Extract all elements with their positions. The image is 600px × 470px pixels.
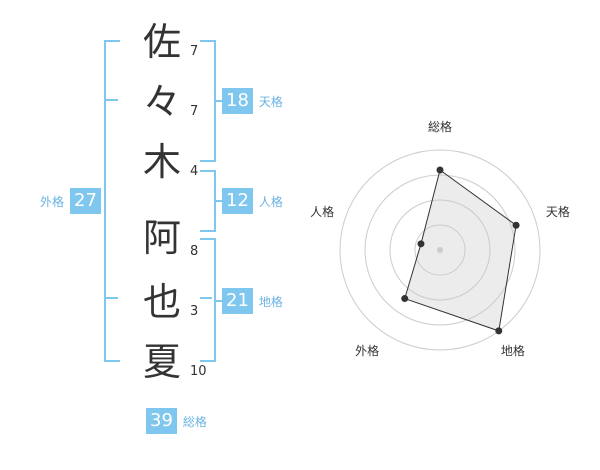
radar-point-3 — [401, 295, 409, 303]
name-char-4: 阿 — [142, 216, 181, 260]
jinkaku-connector — [216, 200, 222, 202]
tenkaku-bracket — [200, 40, 216, 162]
gaikaku-badge: 外格 27 — [40, 188, 101, 214]
gaikaku-label: 外格 — [40, 194, 65, 209]
radar-point-4 — [417, 240, 425, 248]
stroke-count-6: 10 — [190, 364, 207, 379]
tenkaku-badge: 18 天格 — [222, 88, 283, 114]
jinkaku-value: 12 — [222, 188, 253, 214]
radar-point-1 — [512, 221, 520, 229]
soukaku-value: 39 — [146, 408, 177, 434]
gaikaku-bracket — [104, 40, 120, 362]
stroke-count-4: 8 — [190, 244, 199, 259]
stroke-count-5: 3 — [190, 304, 199, 319]
chikaku-value: 21 — [222, 288, 253, 314]
radar-point-0 — [436, 166, 444, 174]
stroke-count-3: 4 — [190, 164, 199, 179]
name-char-1: 佐 — [142, 20, 181, 64]
stroke-count-1: 7 — [190, 44, 199, 59]
radar-axis-label-tenkaku: 天格 — [545, 205, 570, 220]
radar-chart — [339, 149, 541, 351]
name-char-3: 木 — [142, 140, 181, 184]
radar-series-polygon — [404, 169, 517, 332]
name-char-5: 也 — [142, 280, 181, 324]
radar-axis-label-chikaku: 地格 — [500, 343, 525, 358]
tenkaku-label: 天格 — [258, 94, 283, 109]
radar-grid-ring — [339, 149, 541, 351]
jinkaku-badge: 12 人格 — [222, 188, 283, 214]
gaikaku-value: 27 — [70, 188, 101, 214]
name-char-6: 夏 — [142, 340, 181, 384]
tenkaku-connector — [216, 100, 222, 102]
bracket-tick-left-1 — [106, 99, 118, 101]
jinkaku-bracket — [200, 170, 216, 232]
bracket-tick-left-2 — [106, 297, 118, 299]
tenkaku-value: 18 — [222, 88, 253, 114]
radar-axis-label-soukaku: 総格 — [428, 119, 453, 134]
radar-point-2 — [495, 327, 503, 335]
name-char-2: 々 — [142, 80, 181, 124]
chikaku-bracket — [200, 238, 216, 362]
jinkaku-label: 人格 — [258, 194, 283, 209]
radar-grid-ring — [389, 199, 491, 301]
radar-grid-ring — [364, 174, 516, 326]
chikaku-label: 地格 — [258, 294, 283, 309]
chikaku-badge: 21 地格 — [222, 288, 283, 314]
radar-center-dot — [437, 247, 443, 253]
radar-axis-label-jinkaku: 人格 — [310, 205, 335, 220]
bracket-tick-right-1 — [200, 297, 212, 299]
stroke-count-2: 7 — [190, 104, 199, 119]
chikaku-connector — [216, 300, 222, 302]
soukaku-label: 総格 — [182, 414, 207, 429]
radar-grid-ring — [414, 224, 466, 276]
radar-axis-label-gaikaku: 外格 — [355, 343, 380, 358]
soukaku-badge: 39 総格 — [146, 408, 207, 434]
